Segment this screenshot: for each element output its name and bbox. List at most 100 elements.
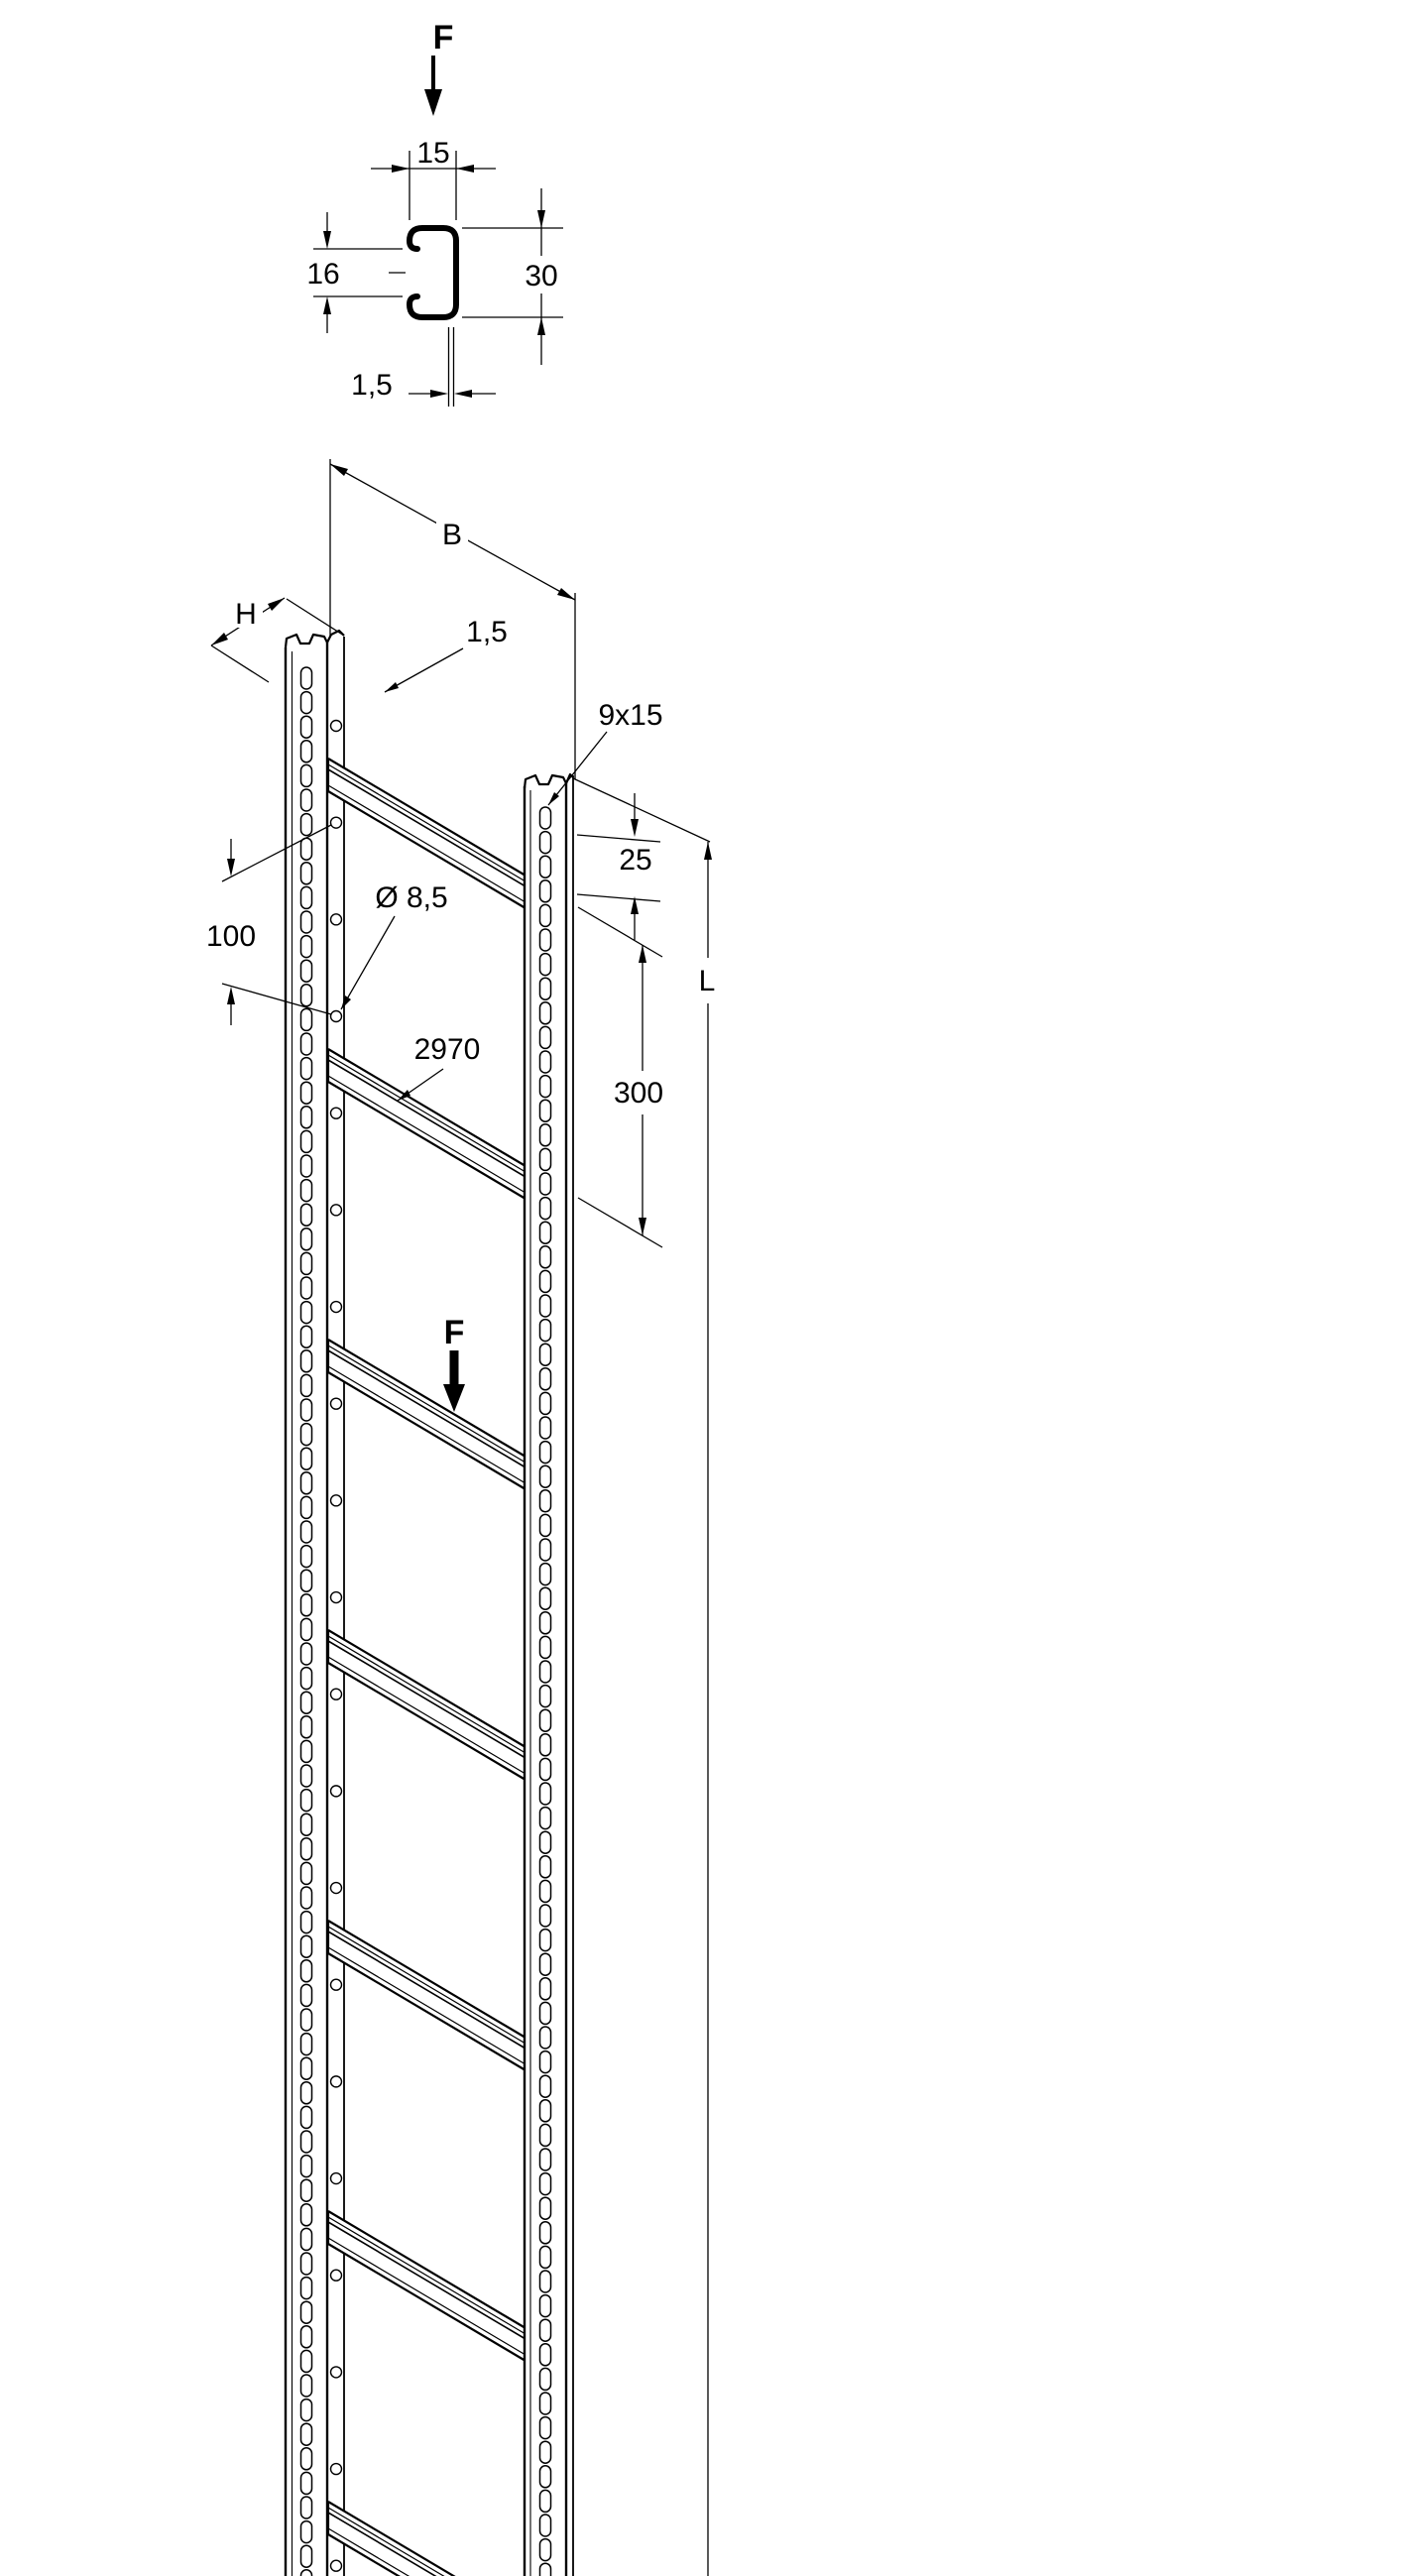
slot-hole — [538, 977, 552, 1000]
slot-hole — [538, 806, 552, 830]
slot-hole — [299, 1300, 313, 1325]
rung — [326, 2210, 527, 2362]
slot-hole — [538, 2392, 552, 2415]
slot-hole — [299, 2398, 313, 2422]
slot-hole — [299, 2154, 313, 2178]
slot-hole — [538, 1416, 552, 1440]
slot-hole — [299, 1788, 313, 1813]
slot-hole — [538, 2049, 552, 2074]
slot-hole — [299, 2447, 313, 2471]
slot-hole — [299, 2252, 313, 2276]
slot-hole — [299, 1154, 313, 1178]
slot-hole — [299, 666, 313, 690]
slot-hole — [299, 1861, 313, 1886]
slot-hole — [299, 1837, 313, 1861]
slot-hole — [538, 928, 552, 952]
slot-hole — [538, 879, 552, 903]
slot-hole — [299, 1178, 313, 1203]
slot-hole — [538, 1635, 552, 1660]
rung — [326, 1920, 527, 2071]
web-hole — [329, 1785, 343, 1798]
web-hole — [329, 2171, 343, 2185]
rung — [326, 1629, 527, 1781]
slot-hole — [299, 715, 313, 739]
slot-hole — [299, 788, 313, 812]
slot-hole — [299, 2300, 313, 2324]
slot-hole — [538, 2221, 552, 2245]
slot-hole — [538, 1074, 552, 1099]
slot-hole — [299, 2227, 313, 2252]
slot-hole — [299, 1813, 313, 1836]
slot-hole — [538, 2270, 552, 2293]
slot-hole — [299, 1715, 313, 1739]
web-hole — [329, 2462, 343, 2476]
slot-hole — [538, 2440, 552, 2464]
slot-hole — [538, 2245, 552, 2270]
dim-profile-width: 15 — [371, 137, 496, 220]
slot-hole — [299, 910, 313, 934]
slot-hole — [538, 2562, 552, 2576]
slot-hole — [538, 1708, 552, 1732]
slot-hole — [299, 1349, 313, 1373]
dim-rung-spacing: 300 — [577, 906, 663, 1248]
force-label: F — [433, 19, 454, 57]
slot-hole — [299, 1544, 313, 1569]
slot-hole — [538, 903, 552, 928]
dim-profile-thickness: 1,5 — [351, 327, 496, 407]
dim-depth-label: H — [235, 598, 257, 631]
slot-hole — [299, 2276, 313, 2300]
rail-top-cap — [284, 629, 345, 648]
slot-hole — [299, 1569, 313, 1592]
slot-hole — [299, 2471, 313, 2496]
slot-hole — [299, 1203, 313, 1227]
slot-hole — [538, 1879, 552, 1904]
slot-hole — [299, 1739, 313, 1764]
force-arrow-bottom: F — [443, 1314, 465, 1412]
slot-hole — [538, 2293, 552, 2318]
slot-hole — [299, 1471, 313, 1495]
slot-hole — [299, 934, 313, 959]
slot-hole — [538, 2514, 552, 2537]
slot-hole — [538, 830, 552, 855]
slot-hole — [538, 1489, 552, 1513]
slot-hole — [299, 763, 313, 788]
web-hole — [329, 1300, 343, 1314]
slot-hole — [299, 1520, 313, 1544]
slot-hole — [299, 2496, 313, 2519]
slot-hole — [538, 1904, 552, 1928]
dim-profile-width-label: 15 — [416, 137, 449, 170]
slot-hole — [538, 1733, 552, 1757]
slot-hole — [538, 2367, 552, 2392]
ladder-dimensions: B H 1,5 9x15 25 — [206, 459, 715, 2576]
slot-hole — [299, 2422, 313, 2446]
slot-hole — [538, 1269, 552, 1294]
slot-hole — [299, 1228, 313, 1251]
web-hole — [329, 2075, 343, 2088]
slot-hole — [299, 2008, 313, 2032]
slot-hole — [538, 1318, 552, 1343]
slot-hole — [299, 1081, 313, 1105]
rung — [326, 2501, 456, 2576]
slot-hole — [538, 1367, 552, 1391]
slot-hole — [299, 2056, 313, 2080]
slot-hole — [538, 1050, 552, 1074]
slot-hole — [538, 1294, 552, 1318]
slot-hole — [299, 1032, 313, 1056]
dim-rail-thickness-label: 1,5 — [466, 616, 508, 648]
rung — [326, 1048, 527, 1200]
web-hole — [329, 1590, 343, 1604]
slot-hole — [538, 2171, 552, 2196]
force-label: F — [444, 1314, 465, 1351]
slot-hole — [538, 1513, 552, 1538]
slot-hole — [299, 862, 313, 885]
dim-depth-H: H — [210, 594, 345, 683]
slot-hole — [299, 885, 313, 910]
slot-hole — [538, 2001, 552, 2026]
dim-slot-size: 9x15 — [547, 699, 663, 806]
slot-hole — [538, 2148, 552, 2171]
slot-hole — [299, 1007, 313, 1032]
slot-hole — [299, 1666, 313, 1691]
slot-hole — [299, 1056, 313, 1081]
slot-hole — [299, 2081, 313, 2105]
slot-hole — [538, 1245, 552, 1269]
